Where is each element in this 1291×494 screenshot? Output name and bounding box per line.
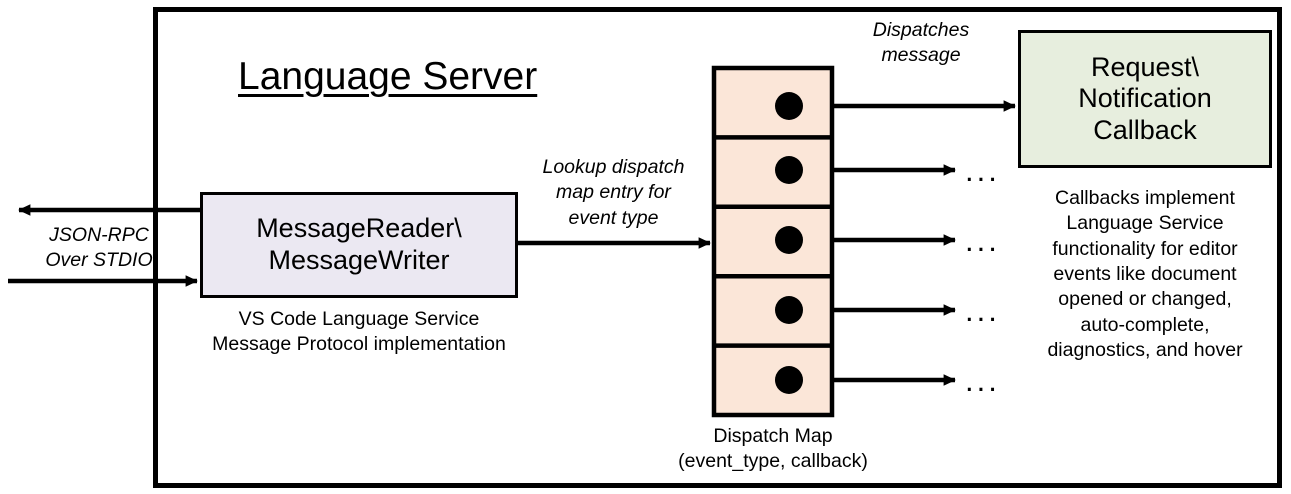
- callback-caption-line-6: auto-complete,: [1080, 313, 1210, 336]
- dispatch-map-caption-line1: Dispatch Map: [713, 425, 833, 447]
- message-reader-writer-label: MessageReader\ MessageWriter: [256, 213, 462, 276]
- edge-label-jsonrpc: JSON-RPC Over STDIO: [14, 223, 184, 274]
- dispatch-map-row-dot: [775, 366, 803, 394]
- edge-label-dispatches-line1: Dispatches: [872, 19, 970, 41]
- message-reader-writer-caption: VS Code Language Service Message Protoco…: [200, 307, 518, 358]
- row4-ellipsis: ...: [965, 293, 1000, 328]
- callback-box-label-line1: Request\: [1090, 51, 1200, 82]
- callback-caption-line-5: opened or changed,: [1058, 288, 1232, 311]
- edge-label-lookup-dispatch: Lookup dispatch map entry for event type: [521, 155, 706, 231]
- request-notification-callback-box[interactable]: Request\ Notification Callback: [1018, 30, 1272, 168]
- dispatch-map-caption: Dispatch Map (event_type, callback): [643, 424, 903, 475]
- callback-caption-line-4: events like document: [1053, 263, 1237, 286]
- callback-box-caption: Callbacks implement Language Service fun…: [1008, 186, 1282, 363]
- edge-label-lookup-line3: event type: [568, 206, 659, 229]
- row3-ellipsis: ...: [965, 223, 1000, 258]
- row2-ellipsis: ...: [965, 153, 1000, 188]
- dispatch-map-row-dot: [775, 92, 803, 120]
- callback-box-label-line2: Notification: [1078, 83, 1212, 114]
- callback-caption-line-7: diagnostics, and hover: [1047, 339, 1243, 362]
- language-server-boundary: [153, 7, 1282, 488]
- callback-box-label: Request\ Notification Callback: [1078, 52, 1212, 147]
- edge-label-lookup-line1: Lookup dispatch: [542, 156, 685, 178]
- dispatch-map-row-dot: [775, 226, 803, 254]
- dispatch-map-table: [711, 65, 835, 418]
- page-title: Language Server: [238, 55, 538, 98]
- row5-ellipsis: ...: [965, 363, 1000, 398]
- edge-label-dispatches-line2: message: [881, 44, 961, 67]
- dispatch-map-row-dot: [775, 296, 803, 324]
- callback-box-label-line3: Callback: [1093, 114, 1197, 145]
- edge-label-dispatches-message: Dispatches message: [841, 18, 1001, 69]
- message-reader-writer-label-line1: MessageReader\: [256, 213, 462, 244]
- message-reader-writer-label-line2: MessageWriter: [268, 245, 450, 275]
- message-reader-writer-box[interactable]: MessageReader\ MessageWriter: [200, 192, 518, 298]
- dispatch-map-row-dot: [775, 156, 803, 184]
- dispatch-map-caption-line2: (event_type, callback): [678, 450, 868, 473]
- callback-caption-line-1: Callbacks implement: [1055, 187, 1235, 209]
- message-reader-writer-caption-line1: VS Code Language Service: [238, 308, 480, 330]
- edge-label-jsonrpc-line1: JSON-RPC: [49, 224, 149, 246]
- edge-label-lookup-line2: map entry for: [556, 181, 671, 204]
- edge-label-jsonrpc-line2: Over STDIO: [45, 249, 153, 272]
- callback-caption-line-3: functionality for editor: [1052, 237, 1238, 260]
- message-reader-writer-caption-line2: Message Protocol implementation: [212, 333, 506, 356]
- callback-caption-line-2: Language Service: [1066, 212, 1224, 235]
